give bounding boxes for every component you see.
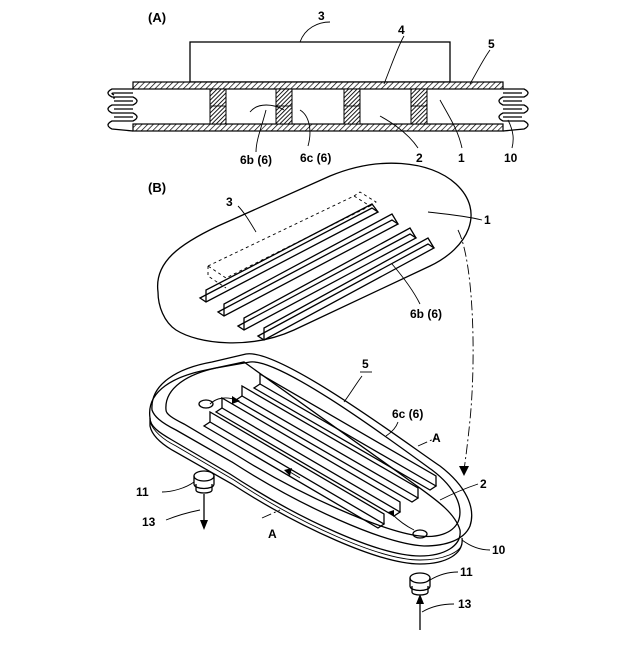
fin-4 [411, 89, 427, 124]
label-4: 4 [398, 23, 405, 37]
label-5-a: 5 [488, 37, 495, 51]
label-10-a: 10 [504, 151, 518, 165]
label-1-a: 1 [458, 151, 465, 165]
fin-1 [210, 89, 226, 124]
label-13-right: 13 [458, 597, 472, 611]
label-6b-a: 6b (6) [240, 153, 272, 167]
label-6c-a: 6c (6) [300, 151, 331, 165]
inlet-nozzle-11 [410, 573, 430, 595]
leader-13-left [166, 510, 200, 520]
leader-2-b [440, 484, 478, 500]
lower-plate-2 [150, 354, 472, 564]
label-3-a: 3 [318, 9, 325, 23]
label-2-a: 2 [416, 151, 423, 165]
leader-1-b [428, 212, 482, 220]
outlet-port [199, 400, 213, 408]
label-6b-b: 6b (6) [410, 307, 442, 321]
assembly-line [458, 230, 473, 470]
label-13-left: 13 [142, 515, 156, 529]
label-5-b: 5 [362, 357, 369, 371]
outlet-nozzle-11 [194, 471, 214, 493]
label-1-b: 1 [484, 213, 491, 227]
leader-13-right [422, 604, 454, 612]
leader-4 [384, 36, 404, 84]
label-a-bottom: A [268, 527, 277, 541]
fin-2 [276, 89, 292, 124]
label-3-b: 3 [226, 195, 233, 209]
label-2-b: 2 [480, 477, 487, 491]
leader-5-a [470, 50, 490, 84]
leader-10-b [462, 540, 490, 550]
fins-cross-section [210, 89, 427, 124]
flow-arrow-inlet [392, 514, 414, 530]
label-11-left: 11 [136, 485, 149, 499]
lower-plate [133, 124, 503, 131]
leader-6b-b [392, 264, 420, 304]
leader-11-right [430, 572, 458, 580]
section-a-title: (A) [148, 10, 166, 25]
component-3-outline [190, 42, 450, 82]
leader-11-left [162, 482, 194, 492]
label-6c-b: 6c (6) [392, 407, 423, 421]
label-11-right: 11 [460, 565, 473, 579]
section-b-title: (B) [148, 180, 166, 195]
section-b: (B) 3 1 6b (6) [136, 163, 506, 630]
leader-5-b [344, 376, 362, 402]
inlet-port [413, 530, 427, 538]
label-a-top: A [432, 431, 441, 445]
upper-plate [133, 82, 503, 89]
leader-10-a [508, 120, 513, 148]
label-10-b: 10 [492, 543, 506, 557]
leader-3 [300, 22, 330, 42]
fins-6c [204, 374, 436, 528]
fin-3 [344, 89, 360, 124]
section-a: (A) 3 [108, 9, 528, 167]
